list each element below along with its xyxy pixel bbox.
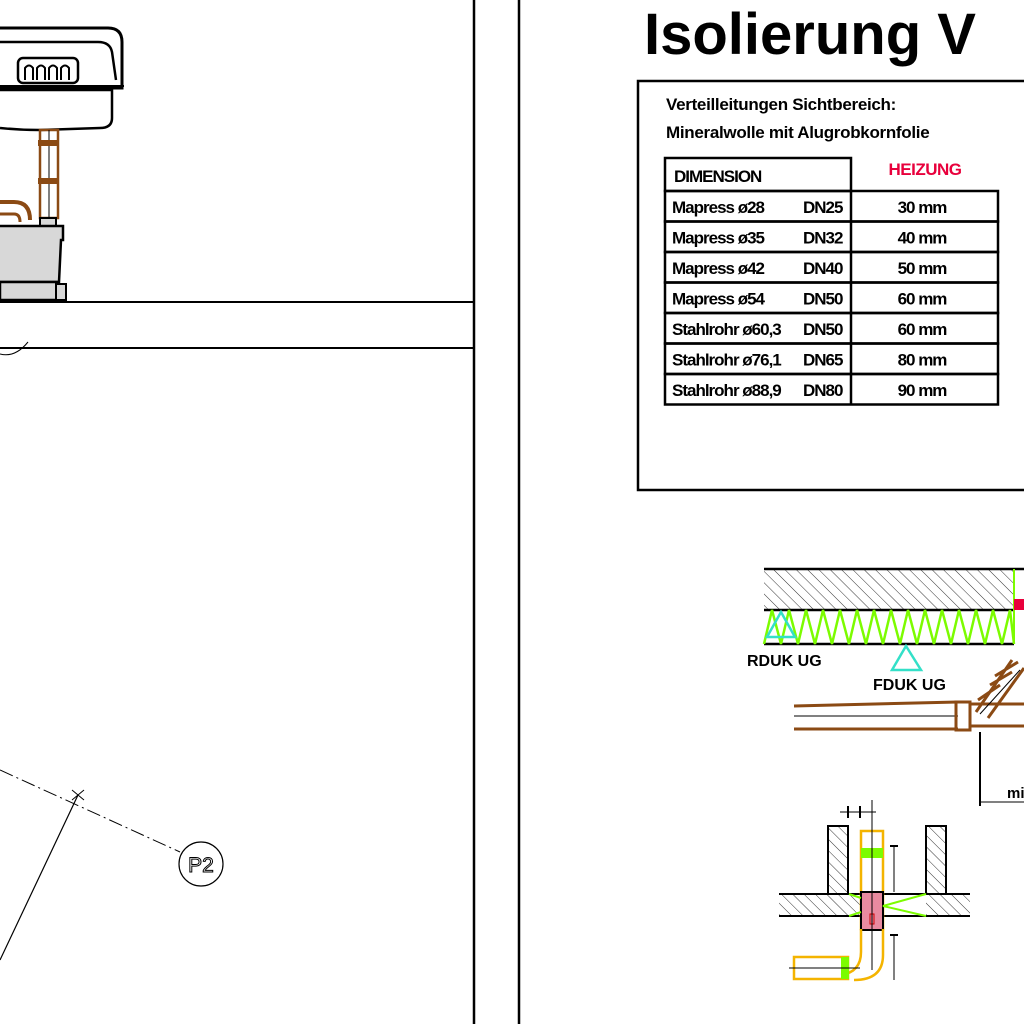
drain-pipe bbox=[793, 659, 1024, 732]
cell-value: 30 mm bbox=[898, 198, 948, 217]
cell-value: 60 mm bbox=[898, 320, 948, 339]
table-row: Mapress ø28 DN25 30 mm bbox=[663, 189, 1000, 223]
rduk-label: RDUK UG bbox=[747, 653, 822, 670]
survey-axis bbox=[0, 769, 181, 853]
cell-value: 60 mm bbox=[898, 290, 948, 309]
penetration-detail bbox=[779, 800, 970, 982]
table-row: Mapress ø42 DN40 50 mm bbox=[663, 250, 1000, 284]
note-box bbox=[636, 79, 1024, 492]
cell-pipe: Mapress ø35 bbox=[672, 229, 765, 248]
cell-pipe: Stahlrohr ø60,3 bbox=[672, 320, 781, 339]
cell-pipe: Mapress ø54 bbox=[672, 290, 766, 309]
table-row: Stahlrohr ø60,3 DN50 60 mm bbox=[663, 311, 1000, 345]
cell-value: 90 mm bbox=[898, 381, 948, 400]
header-heizung: HEIZUNG bbox=[889, 160, 962, 179]
cell-pipe: Mapress ø42 bbox=[672, 259, 765, 278]
row-border bbox=[663, 372, 1000, 406]
cell-value: 50 mm bbox=[898, 259, 948, 278]
rduk-marker-icon bbox=[764, 609, 798, 639]
point-marker-p2 bbox=[178, 841, 224, 887]
cell-dn: DN50 bbox=[803, 290, 843, 309]
table-row: Mapress ø35 DN32 40 mm bbox=[663, 220, 1000, 254]
insulation-zigzag bbox=[762, 609, 1016, 645]
cell-pipe: Stahlrohr ø88,9 bbox=[672, 381, 781, 400]
boiler-unit bbox=[0, 26, 124, 302]
cell-dn: DN25 bbox=[803, 198, 843, 217]
fduk-label: FDUK UG bbox=[873, 677, 946, 694]
cell-value: 80 mm bbox=[898, 351, 948, 370]
table-row: Stahlrohr ø76,1 DN65 80 mm bbox=[663, 342, 1000, 376]
note-line-2: Mineralwolle mit Alugrobkornfolie bbox=[666, 123, 929, 142]
cell-value: 40 mm bbox=[898, 229, 948, 248]
cell-dn: DN50 bbox=[803, 320, 843, 339]
header-dimension: DIMENSION bbox=[674, 167, 762, 186]
survey-line bbox=[0, 794, 79, 961]
point-label: P2 bbox=[188, 854, 214, 877]
table-row: Stahlrohr ø88,9 DN80 90 mm bbox=[663, 372, 1000, 406]
cell-dn: DN65 bbox=[803, 351, 843, 370]
cell-pipe: Stahlrohr ø76,1 bbox=[672, 351, 781, 370]
cell-dn: DN80 bbox=[803, 381, 843, 400]
min-dimension-label: mi bbox=[1007, 785, 1024, 802]
fduk-marker-icon bbox=[889, 643, 924, 672]
table-row: Mapress ø54 DN50 60 mm bbox=[663, 281, 1000, 315]
page-title: Isolierung V bbox=[644, 2, 976, 67]
cell-dn: DN32 bbox=[803, 229, 843, 248]
cell-pipe: Mapress ø28 bbox=[672, 198, 765, 217]
note-line-1: Verteilleitungen Sichtbereich: bbox=[666, 95, 896, 114]
cell-dn: DN40 bbox=[803, 259, 843, 278]
ceiling-section: RDUK UG FDUK UG bbox=[747, 567, 1024, 694]
